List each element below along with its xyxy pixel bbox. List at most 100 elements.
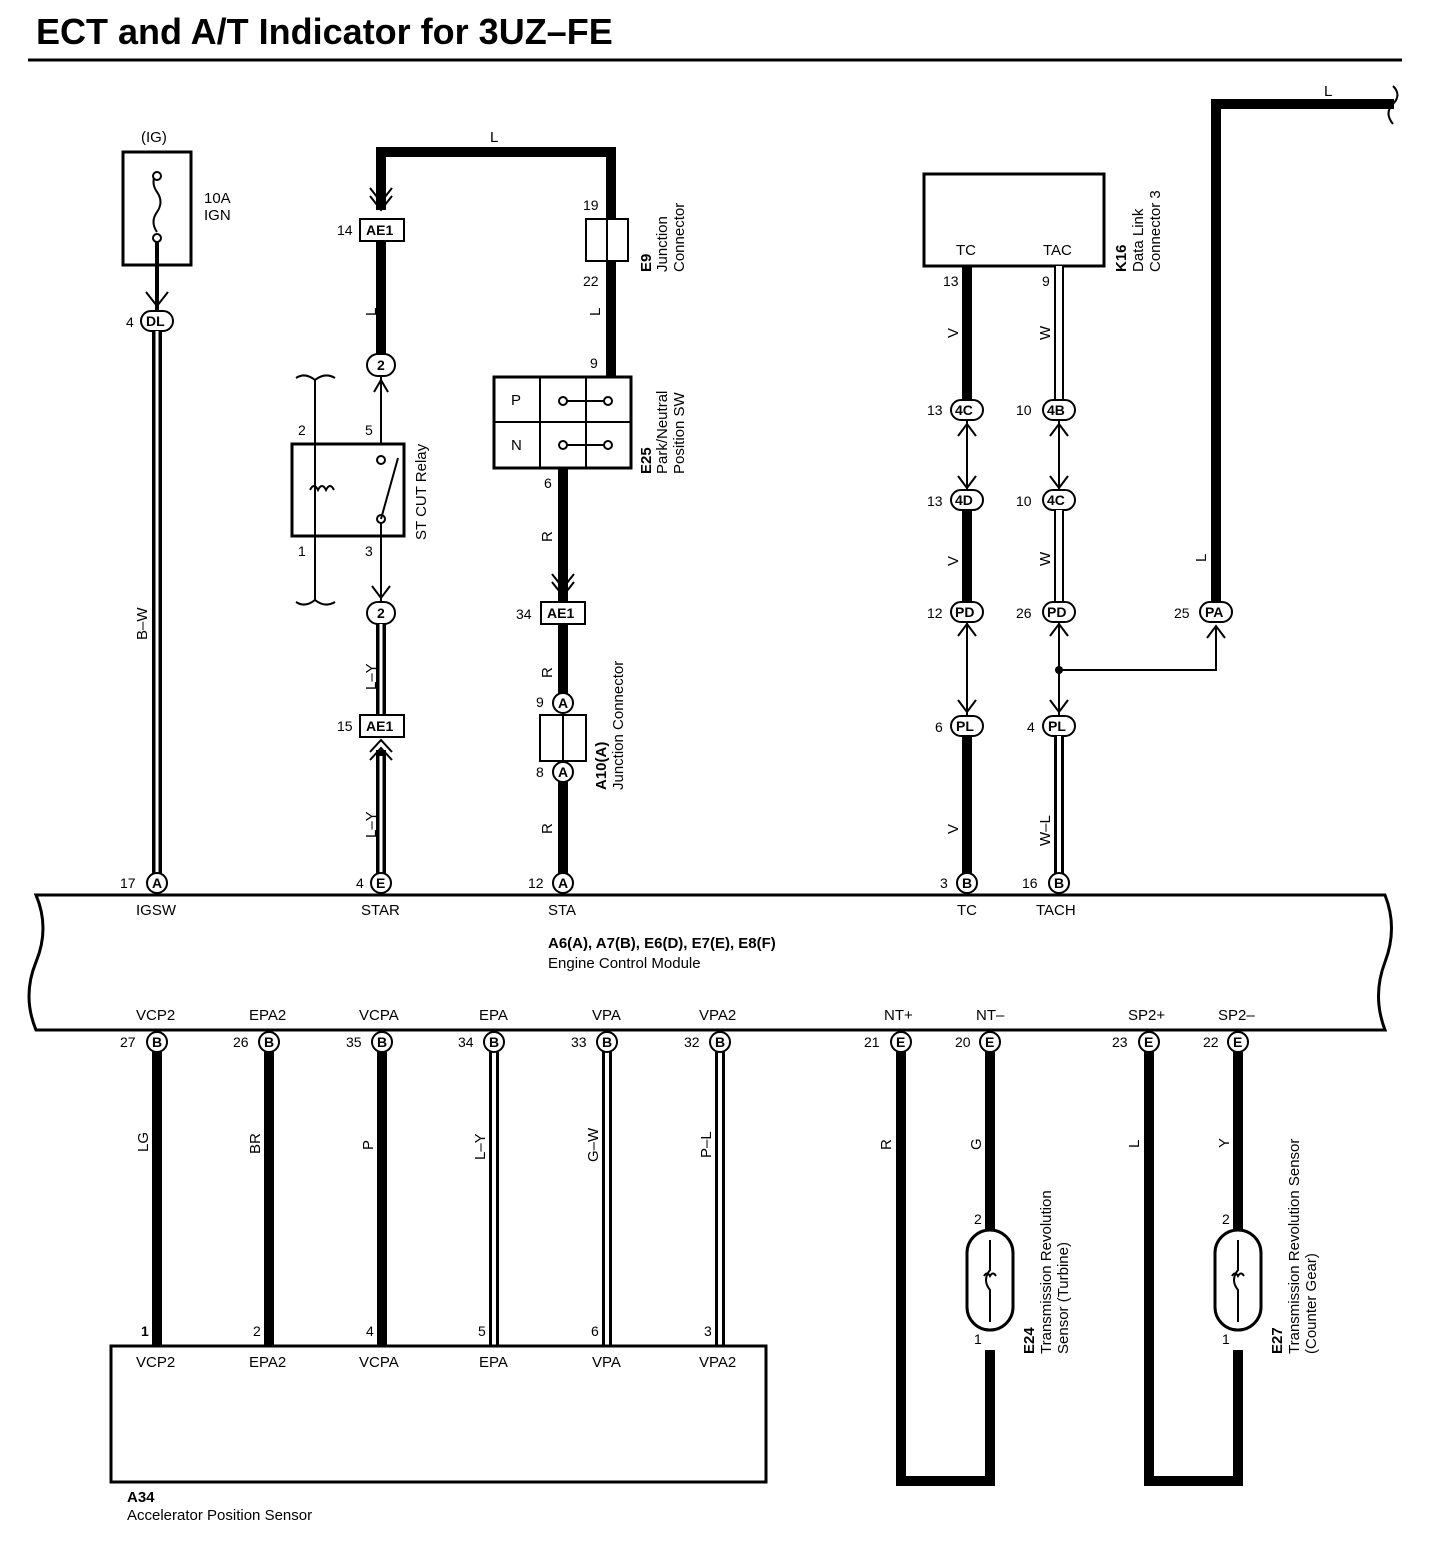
component-name: (Counter Gear): [1303, 1253, 1320, 1354]
wire-color-label: L: [587, 308, 604, 316]
connector-ae1: [359, 714, 405, 738]
switch-pos-p: P: [511, 392, 521, 409]
component-name: Junction: [654, 216, 671, 272]
ecm-pin-sp2-minus: [1227, 1031, 1249, 1053]
a34-term: VPA2: [699, 1354, 736, 1371]
wire-color-label: V: [945, 556, 962, 566]
connector-label: E: [1144, 1034, 1153, 1050]
ecm-pin-tc: [956, 872, 978, 894]
connector-label: 2: [377, 605, 385, 621]
connector-label: B: [602, 1034, 612, 1050]
pin-number: 34: [516, 606, 532, 622]
connector-label: AE1: [366, 718, 393, 734]
pin-number: 5: [365, 422, 373, 438]
star-circuit: L 14 AE1 L 2 2 5 1 3 ST CUT Relay 2 L–Y: [290, 129, 616, 894]
ecm-pin-igsw: [146, 872, 168, 894]
relay-contact: [376, 455, 386, 465]
wire-color-label: L–Y: [363, 663, 380, 690]
ecm-term-vcp2: VCP2: [136, 1007, 175, 1024]
ecm-term-epa: EPA: [479, 1007, 508, 1024]
pin-number: 5: [478, 1323, 486, 1339]
pin-number: 13: [927, 402, 943, 418]
connector-label: AE1: [547, 605, 574, 621]
a34-term: VPA: [592, 1354, 621, 1371]
wire-r-loop: [896, 1052, 995, 1486]
connector-label: A: [558, 875, 568, 891]
arrow-icon: [1049, 422, 1069, 490]
arrow-icon: [1206, 624, 1226, 639]
ecm-pin-vpa2: [709, 1031, 731, 1053]
connector-label: B: [715, 1034, 725, 1050]
component-name: Transmission Revolution Sensor: [1286, 1139, 1303, 1354]
connector-label: E: [1233, 1034, 1242, 1050]
wire-color-label: V: [945, 824, 962, 834]
pin-number: 17: [120, 875, 136, 891]
fuse-terminal-top: [152, 171, 162, 181]
accelerator-sensor-circuit: 27 B LG 1 26 B BR 2 35 B P 4 34 B L–Y 5 …: [109, 1031, 768, 1524]
wire-color-label: L: [490, 129, 498, 146]
switch-contact: [558, 396, 568, 406]
counter-gear-sensor: [1213, 1228, 1263, 1332]
component-name: Park/Neutral: [654, 391, 671, 474]
pin-number: 22: [1203, 1034, 1219, 1050]
connector-label: A: [558, 695, 568, 711]
pin-number: 2: [974, 1211, 982, 1227]
connector-label: DL: [146, 313, 165, 329]
connector-label: B: [377, 1034, 387, 1050]
connector-label: PA: [1205, 604, 1223, 620]
wire-color-label: W–L: [1037, 815, 1054, 846]
pin-number: 2: [253, 1323, 261, 1339]
connector-label: A: [152, 875, 162, 891]
pin-number: 26: [233, 1034, 249, 1050]
ecm-pin-sp2-plus: [1138, 1031, 1160, 1053]
wire-color-label: L: [1126, 1140, 1143, 1148]
connector-label: 4C: [1047, 492, 1065, 508]
component-name: Connector 3: [1147, 190, 1164, 272]
arrow-icon: [551, 573, 575, 598]
ecm-pin-sta: [552, 872, 574, 894]
turbine-sensor-circuit: 21 20 E E R G 2 1 E24 Transmission Revol…: [864, 1031, 1072, 1486]
turbine-sensor: [965, 1228, 1015, 1332]
wire-color-label: G–W: [585, 1127, 602, 1162]
sensor-coil-icon: [1233, 1240, 1239, 1322]
pin-number: 33: [571, 1034, 587, 1050]
connector-label: 4D: [955, 492, 973, 508]
pin-number: 4: [1027, 719, 1035, 735]
wire-color-label: L: [1324, 83, 1332, 100]
ecm-term-nt-minus: NT–: [976, 1007, 1005, 1024]
connector-label: B: [1054, 875, 1064, 891]
pin-number: 3: [365, 543, 373, 559]
wire-color-label: P: [360, 1140, 377, 1150]
accelerator-position-sensor: [109, 1344, 768, 1484]
fuse-rating: 10A: [204, 190, 231, 207]
component-name: Connector: [671, 203, 688, 272]
pin-number: 26: [1016, 605, 1032, 621]
pin-number: 1: [1222, 1331, 1230, 1347]
k16-term-tac: TAC: [1043, 242, 1072, 259]
relay-name: ST CUT Relay: [413, 443, 430, 540]
ecm-pin-epa: [483, 1031, 505, 1053]
connector-label: B: [962, 875, 972, 891]
ecm-term-igsw: IGSW: [136, 902, 177, 919]
component-code: A10(A): [593, 742, 610, 790]
connector-label: E: [896, 1034, 905, 1050]
connector-pa: [1199, 601, 1233, 623]
pin-number: 4: [366, 1323, 374, 1339]
arrow-icon: [957, 422, 977, 490]
connector-label: PL: [956, 718, 974, 734]
ecm-term-tc: TC: [957, 902, 977, 919]
arrow-icon: [369, 738, 393, 761]
a34-term: EPA2: [249, 1354, 286, 1371]
connector-label: 2: [377, 357, 385, 373]
pin-number: 14: [337, 222, 353, 238]
ecm-pin-vcp2: [146, 1031, 168, 1053]
wire-color-label: L: [1193, 554, 1210, 562]
arrow-icon: [957, 622, 977, 714]
component-name: Transmission Revolution: [1038, 1190, 1055, 1354]
pin-number: 34: [458, 1034, 474, 1050]
ecm-term-vcpa: VCPA: [359, 1007, 399, 1024]
ecm-term-sta: STA: [548, 902, 576, 919]
a34-term: VCP2: [136, 1354, 175, 1371]
pin-number: 12: [528, 875, 544, 891]
wire-break-icon: [1387, 85, 1399, 125]
